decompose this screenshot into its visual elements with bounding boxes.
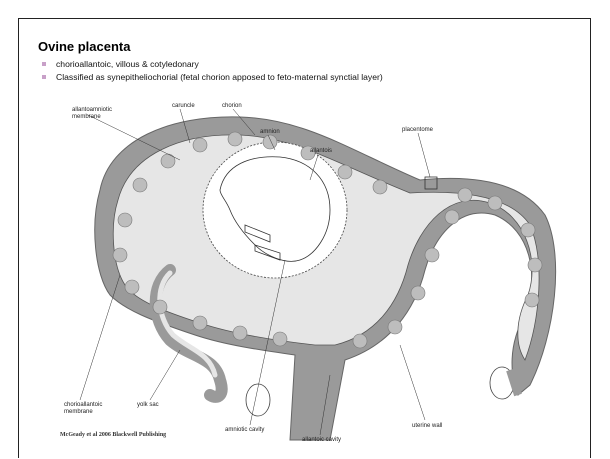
label-allantoamniotic-membrane: membrane bbox=[72, 114, 101, 120]
label-chorioallantoic: chorioallantoic bbox=[64, 402, 102, 408]
bullet-item: chorioallantoic, villous & cotyledonary bbox=[56, 59, 199, 69]
label-amnion: amnion bbox=[260, 129, 280, 135]
placenta-diagram: allantoamniotic membrane caruncle chorio… bbox=[40, 95, 570, 445]
bullet-icon bbox=[42, 62, 46, 66]
credit-text: McGeady et al 2006 Blackwell Publishing bbox=[60, 432, 166, 438]
bullet-item: Classified as synepitheliochorial (fetal… bbox=[56, 72, 383, 82]
label-allantoic-cavity: allantoic cavity bbox=[302, 437, 341, 443]
slide-title: Ovine placenta bbox=[38, 39, 130, 54]
cervix-plug-left bbox=[246, 384, 270, 416]
label-allantoamniotic: allantoamniotic bbox=[72, 107, 112, 113]
label-caruncle: caruncle bbox=[172, 103, 195, 109]
bullet-icon bbox=[42, 75, 46, 79]
bullet-text: Classified as synepitheliochorial (fetal… bbox=[56, 72, 383, 82]
label-uterine-wall: uterine wall bbox=[412, 423, 442, 429]
label-allantois: allantois bbox=[310, 148, 332, 154]
label-placentome: placentome bbox=[402, 127, 434, 133]
label-yolk-sac: yolk sac bbox=[137, 402, 159, 408]
bullet-text: chorioallantoic, villous & cotyledonary bbox=[56, 59, 199, 69]
label-chorioallantoic-membrane: membrane bbox=[64, 409, 93, 415]
label-amniotic-cavity: amniotic cavity bbox=[225, 427, 264, 433]
label-chorion: chorion bbox=[222, 103, 242, 109]
